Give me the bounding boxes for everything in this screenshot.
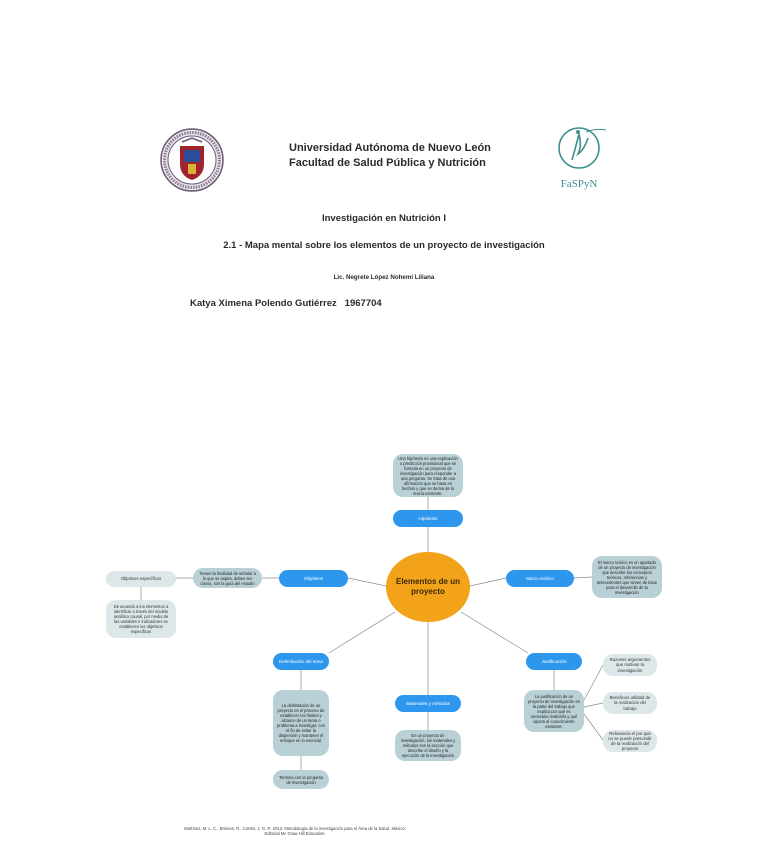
faspyn-logo: FaSPyN bbox=[548, 124, 610, 190]
delimitacion-node: Delimitación del tema bbox=[273, 653, 329, 670]
marco-teorico-node: Marco teórico bbox=[506, 570, 574, 587]
hipotesis-note: Una hipótesis es una explicación o predi… bbox=[393, 454, 463, 497]
uanl-seal-logo bbox=[160, 128, 224, 192]
justificacion-item-relevancia: Relevancia el por qué no se puede presci… bbox=[603, 730, 657, 752]
objetivos-note: Tienen la finalidad de señalar a lo que … bbox=[193, 568, 262, 588]
faspyn-label: FaSPyN bbox=[560, 178, 598, 190]
delimitacion-note-2: Termina con la pregunta de investigación bbox=[273, 770, 329, 789]
center-node: Elementos de un proyecto bbox=[386, 552, 470, 622]
assignment-title: 2.1 - Mapa mental sobre los elementos de… bbox=[223, 240, 545, 251]
justificacion-item-razones: Razones argumentos que motivan la invest… bbox=[603, 654, 657, 676]
objetivos-especificos-note: De acuerdo a los elementos a identificar… bbox=[106, 600, 176, 638]
materiales-note: En un proyecto de investigación, los mat… bbox=[395, 730, 461, 761]
justificacion-node: Justificación bbox=[526, 653, 582, 670]
marco-teorico-note: El marco teórico es un apartado de un pr… bbox=[592, 556, 662, 598]
materiales-node: Materiales y métodos bbox=[395, 695, 461, 712]
justificacion-item-beneficios: Beneficios utilidad de la realización de… bbox=[603, 692, 657, 714]
justificacion-note: La justificación de un proyecto de inves… bbox=[524, 690, 584, 732]
course-title: Investigación en Nutrición I bbox=[321, 213, 447, 224]
objetivos-node: Objetivos bbox=[279, 570, 348, 587]
hipotesis-node: Hipótesis bbox=[393, 510, 463, 527]
student-name: Katya Ximena Polendo Gutiérrez 1967704 bbox=[190, 298, 382, 309]
objetivos-especificos-node: Objetivos específicos bbox=[106, 571, 176, 587]
teacher-name: Lic. Negrete López Nohemí Liliana bbox=[333, 274, 435, 281]
reference-footer: Martínez, M. L. C., Briones, R., Cortés,… bbox=[184, 826, 406, 837]
university-name: Universidad Autónoma de Nuevo León bbox=[289, 142, 491, 154]
faculty-name: Facultad de Salud Pública y Nutrición bbox=[289, 157, 486, 169]
delimitacion-note: La delimitación de un proyecto es el pro… bbox=[273, 690, 329, 756]
